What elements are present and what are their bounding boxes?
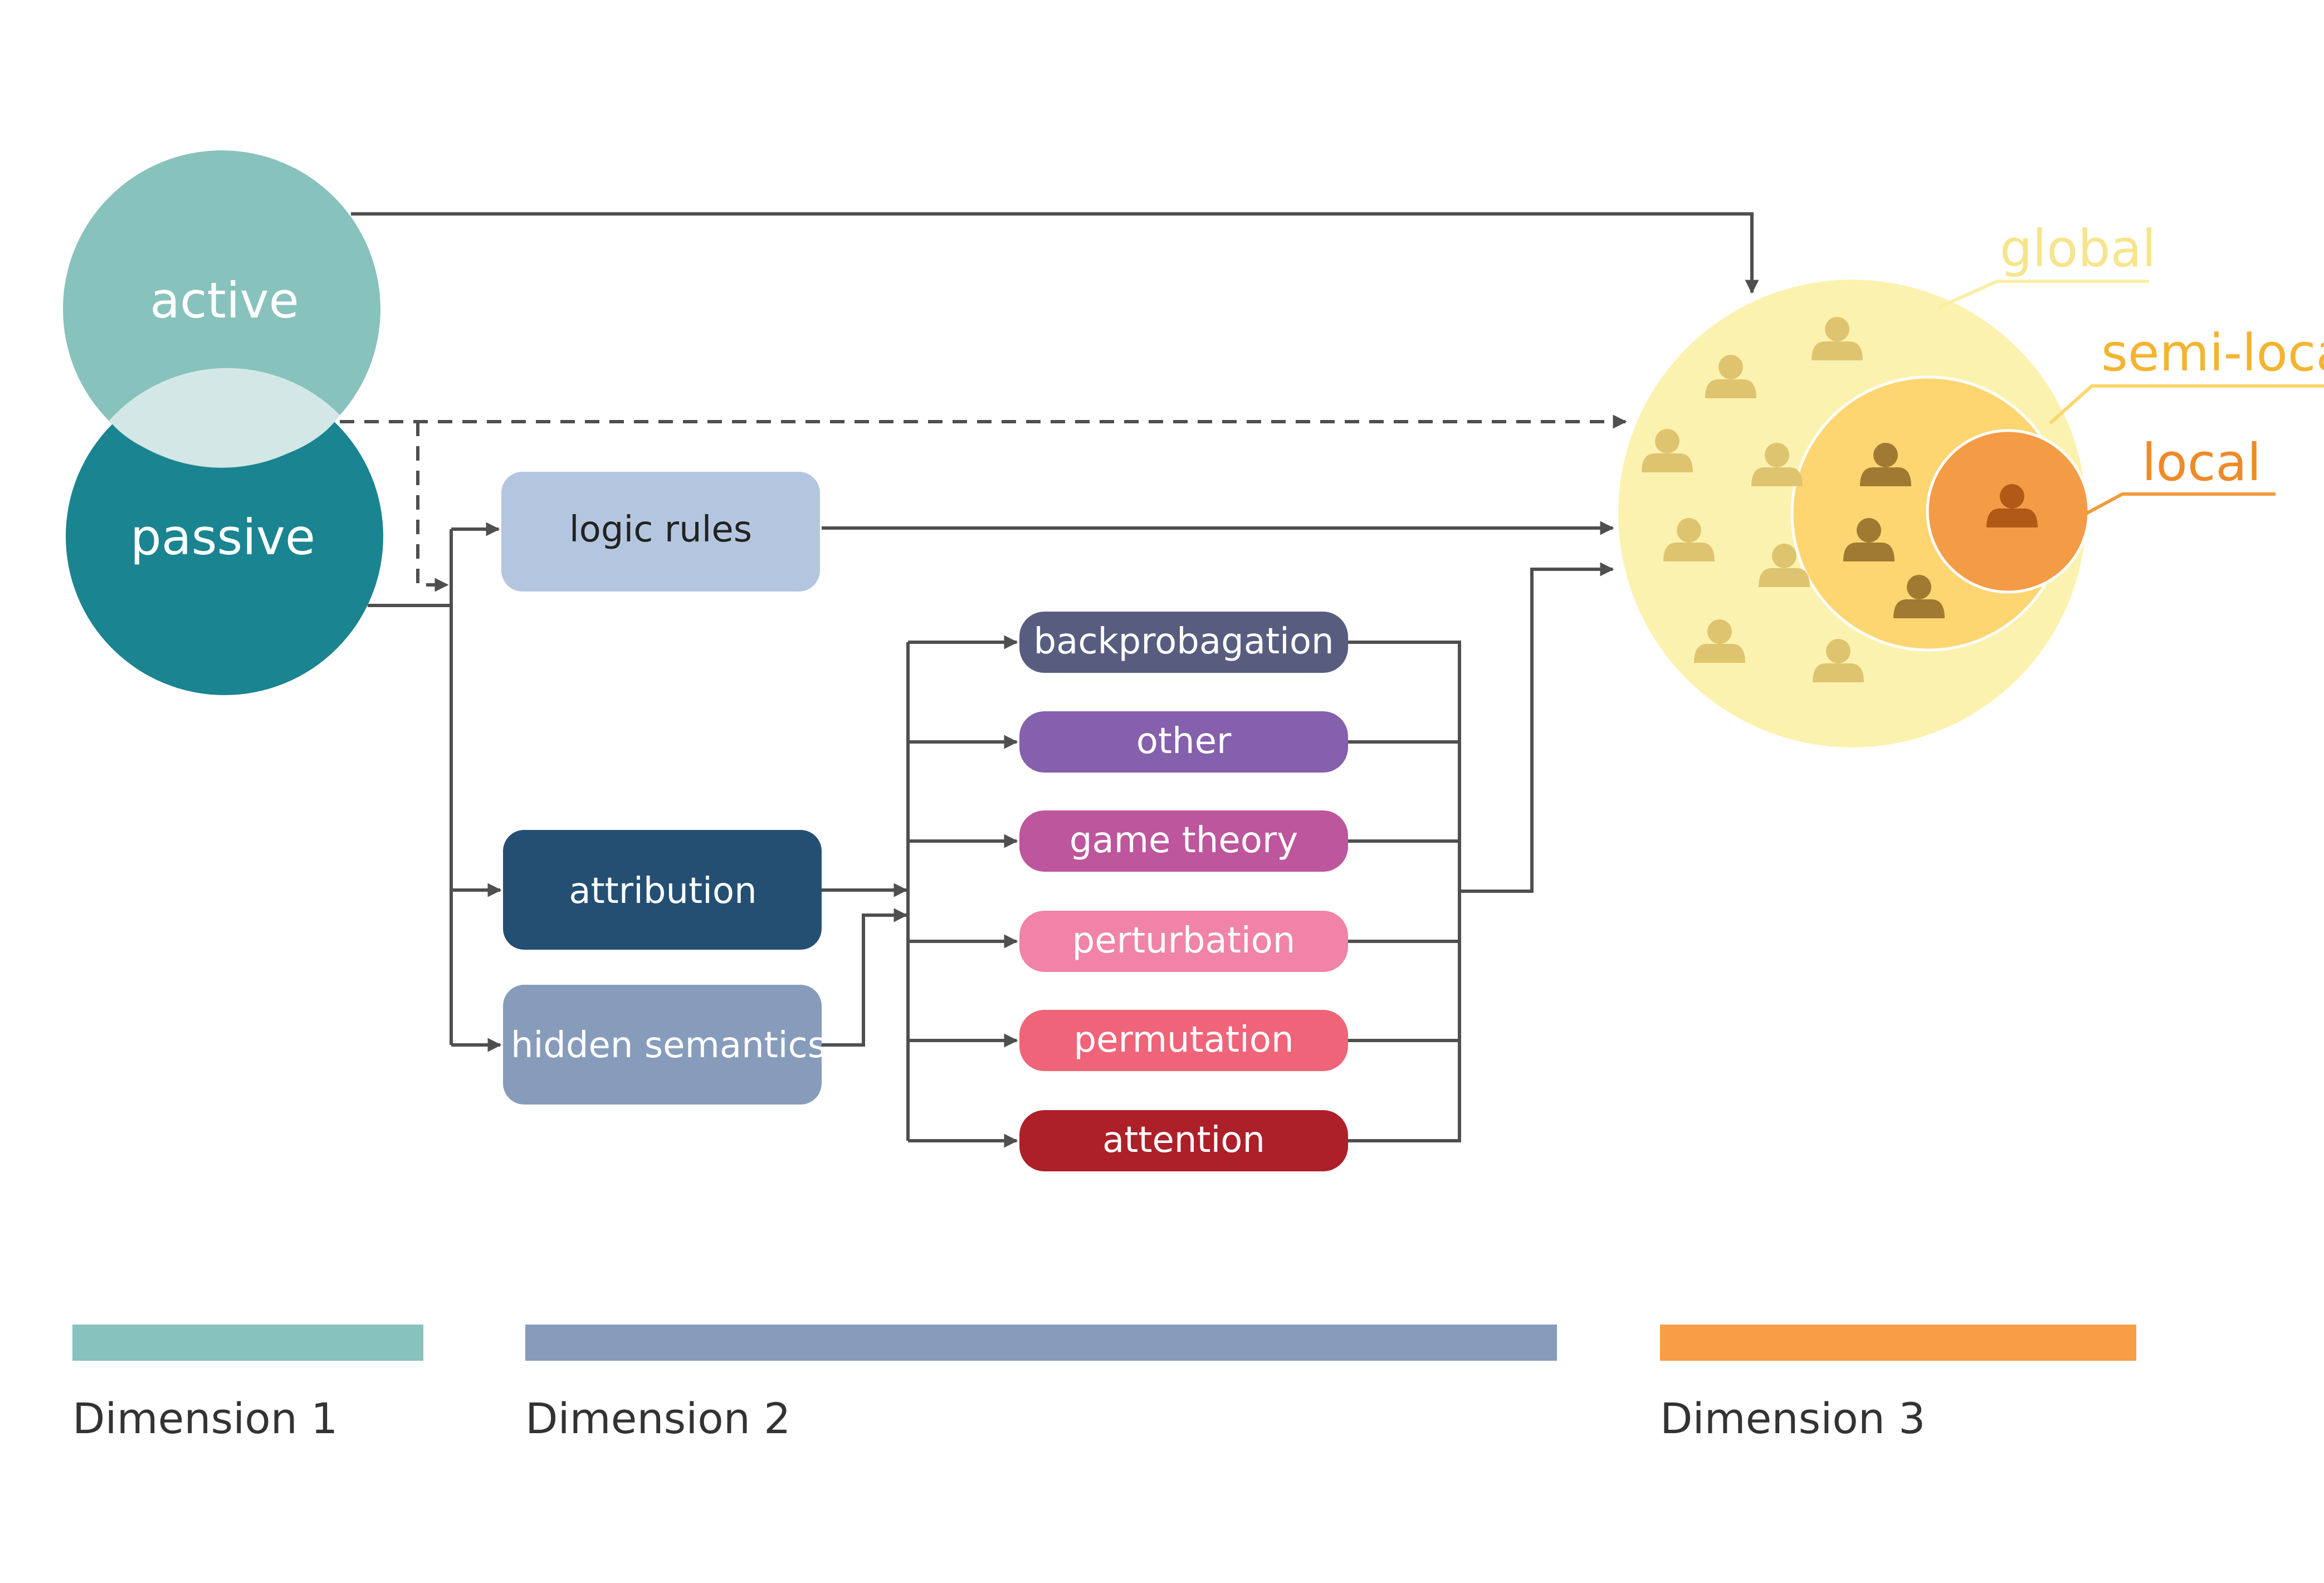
local-label: local <box>2142 433 2261 492</box>
dimension3-label: Dimension 3 <box>1660 1394 1925 1443</box>
semi-local-label: semi-local <box>2101 323 2324 383</box>
global-leader-line <box>1937 280 2149 309</box>
global-label: global <box>2000 219 2156 279</box>
hidden-semantics-box: hidden semantics <box>503 985 826 1105</box>
attribution-label: attribution <box>569 871 756 912</box>
method-label: attention <box>1102 1120 1265 1161</box>
hidden-semantics-to-methods-arrow <box>822 908 908 1047</box>
method-label: game theory <box>1070 820 1298 861</box>
method-pill-game-theory: game theory <box>1019 810 1348 872</box>
method-pill-permutation: permutation <box>1019 1010 1348 1071</box>
method-pill-backprobagation: backprobagation <box>1019 612 1348 673</box>
attribution-box: attribution <box>503 830 822 950</box>
method-label: perturbation <box>1072 920 1296 961</box>
methods-to-scope-arrow <box>1459 562 1614 893</box>
method-label: backprobagation <box>1033 621 1334 662</box>
method-pill-other: other <box>1019 711 1348 773</box>
logic-rules-box: logic rules <box>501 472 820 592</box>
overlap-to-branch-dashed-arrow <box>416 422 449 592</box>
legend: Dimension 1 Dimension 2 Dimension 3 <box>72 1325 2136 1443</box>
method-pill-attention: attention <box>1019 1110 1348 1171</box>
dimension3-bar <box>1660 1325 2136 1361</box>
method-pill-perturbation: perturbation <box>1019 911 1348 972</box>
dimension2-label: Dimension 2 <box>525 1394 790 1443</box>
method-label: permutation <box>1074 1019 1294 1061</box>
active-label: active <box>150 272 299 329</box>
active-to-scope-arrow <box>351 212 1759 294</box>
method-label: other <box>1136 721 1232 762</box>
dimension1-group: active passive <box>63 150 383 695</box>
passive-label: passive <box>130 509 315 566</box>
methods-right-bus <box>1348 641 1461 1142</box>
passive-circle <box>66 378 383 695</box>
logic-rules-label: logic rules <box>569 509 752 550</box>
dimension2-bar <box>525 1325 1557 1361</box>
hidden-semantics-label: hidden semantics <box>511 1025 826 1066</box>
scope-group: global semi-local local <box>1618 219 2324 747</box>
semi-local-leader-line <box>2049 384 2324 425</box>
dimension1-bar <box>72 1325 423 1361</box>
local-leader-line <box>2085 492 2276 515</box>
active-passive-overlap <box>109 368 340 468</box>
dimension1-label: Dimension 1 <box>72 1394 338 1443</box>
